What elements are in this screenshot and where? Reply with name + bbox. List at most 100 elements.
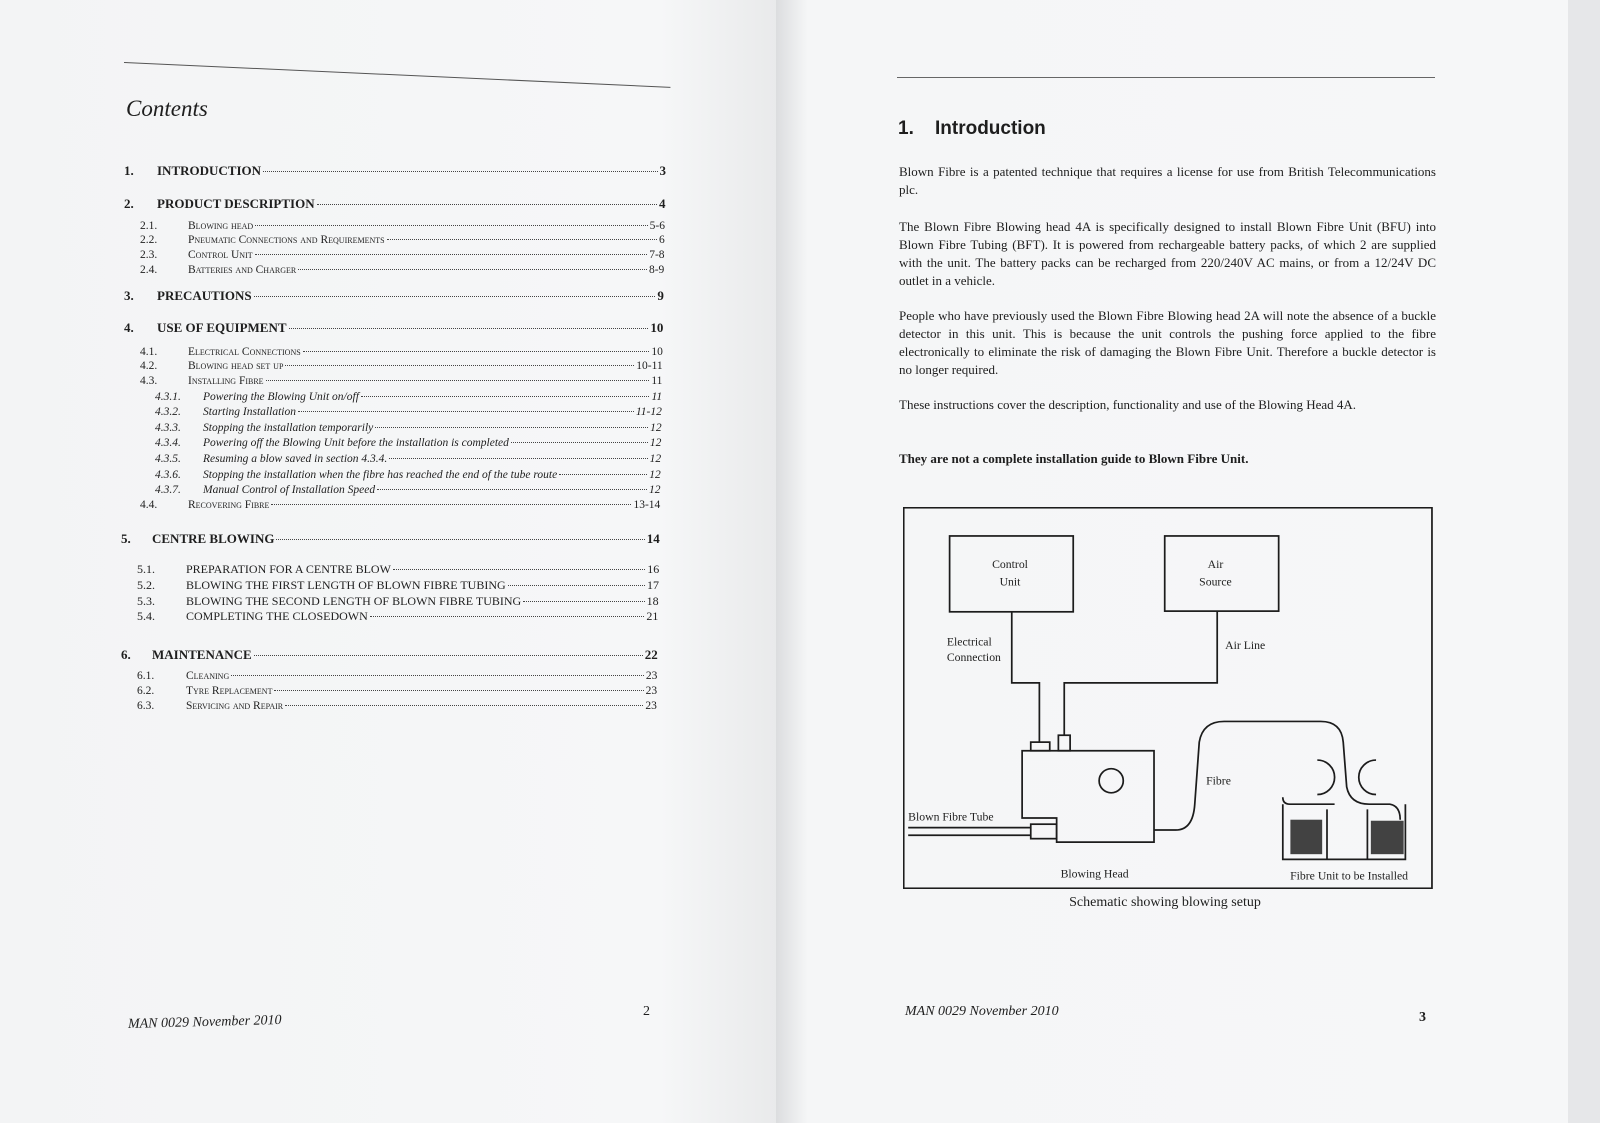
toc-entry[interactable]: 5.2.Blowing the first length of blown fi… [137, 578, 659, 593]
control-unit-box [948, 535, 1075, 613]
label-air-source-1: Air [1208, 558, 1224, 571]
toc-entry[interactable]: 5.1.Preparation for a centre blow16 [137, 562, 659, 577]
toc-number: 4.3.2. [155, 406, 181, 418]
dot-leader [377, 489, 648, 490]
toc-title: Blowing the first length of blown fibre … [186, 578, 506, 592]
toc-number: 2.1. [140, 220, 158, 232]
toc-entry[interactable]: 5.3.Blowing the second length of blown f… [137, 594, 659, 609]
dot-leader [253, 655, 643, 656]
toc-page-number: 10-11 [636, 360, 663, 372]
toc-title: Use of Equipment [157, 320, 287, 335]
footer-doc-ref-right: MAN 0029 November 2010 [905, 1004, 1059, 1019]
toc-number: 4.3.4. [155, 437, 181, 449]
fibre-unit-container [1281, 797, 1407, 861]
toc-page-number: 7-8 [649, 249, 665, 261]
toc-page-number: 23 [645, 700, 657, 712]
toc-title: Powering the Blowing Unit on/off [203, 391, 359, 403]
dot-leader [255, 225, 648, 226]
blowing-setup-schematic: Control Unit Air Source Electrical Conne… [903, 507, 1433, 889]
toc-title: Preparation for a centre blow [186, 562, 391, 576]
dot-leader [375, 427, 649, 428]
toc-title: Blowing head [188, 220, 254, 232]
toc-number: 4.3. [140, 375, 158, 387]
toc-entry[interactable]: 1.Introduction3 [124, 163, 666, 179]
toc-number: 5. [121, 531, 131, 546]
toc-entry[interactable]: 3.Precautions9 [124, 288, 664, 304]
dot-leader [369, 616, 645, 617]
toc-title: Cleaning [186, 670, 230, 682]
toc-page-number: 10 [651, 346, 663, 358]
toc-number: 4.3.7. [155, 484, 181, 496]
label-electrical-1: Electrical [947, 636, 993, 649]
toc-title: Completing the closedown [186, 609, 368, 623]
toc-entry[interactable]: 6.1. Cleaning 23 [137, 670, 657, 682]
blowing-head-body [1021, 749, 1155, 843]
toc-entry[interactable]: 2.2.Pneumatic Connections and Requiremen… [140, 234, 665, 246]
dot-leader [254, 254, 648, 255]
fibre-winding-hatch [1290, 819, 1404, 855]
toc-number: 6.1. [137, 670, 155, 682]
toc-entry[interactable]: 4.3.4.Powering off the Blowing Unit befo… [155, 437, 661, 449]
toc-entry[interactable]: 4.Use of Equipment10 [124, 320, 663, 336]
toc-entry[interactable]: 4.3.6.Stopping the installation when the… [155, 469, 661, 481]
toc-title: Resuming a blow saved in section 4.3.4. [203, 453, 388, 465]
dot-leader [276, 539, 645, 540]
toc-entry[interactable]: 5.4.Completing the closedown21 [137, 609, 658, 624]
toc-number: 4.3.6. [155, 469, 181, 481]
paragraph: Blown Fibre is a patented technique that… [899, 164, 1436, 197]
fibre-coil-arc [1317, 759, 1336, 796]
paragraph: These instructions cover the description… [899, 397, 1357, 412]
toc-number: 4.3.3. [155, 422, 181, 434]
section-number: 1. [898, 118, 914, 139]
toc-number: 2.3. [140, 249, 158, 261]
toc-title: Stopping the installation temporarily [203, 422, 374, 434]
toc-number: 2.4. [140, 264, 158, 276]
toc-title: Servicing and Repair [186, 700, 284, 712]
dot-leader [559, 474, 648, 475]
dot-leader [288, 328, 649, 329]
label-electrical-2: Connection [947, 651, 1001, 664]
toc-page-number: 12 [649, 484, 661, 496]
blowing-head-knob [1098, 767, 1125, 794]
toc-page-number: 11 [651, 391, 663, 403]
toc-number: 5.4. [137, 609, 155, 623]
toc-number: 1. [124, 163, 134, 178]
toc-entry[interactable]: 2.Product Description4 [124, 196, 665, 212]
toc-page-number: 23 [645, 670, 658, 682]
toc-number: 4.4. [140, 499, 158, 511]
toc-entry[interactable]: 5.Centre Blowing14 [121, 531, 660, 547]
dot-leader [265, 380, 650, 381]
toc-title: Tyre Replacement [186, 685, 273, 697]
toc-page-number: 12 [649, 437, 662, 449]
toc-number: 2.2. [140, 234, 158, 246]
dot-leader [285, 705, 644, 706]
toc-entry[interactable]: 4.3.3. Stopping the installation temporar… [155, 422, 662, 434]
toc-entry[interactable]: 6.Maintenance22 [121, 647, 658, 663]
toc-entry[interactable]: 4.3.7.Manual Control of Installation Spe… [155, 484, 661, 496]
page-number-right: 3 [1419, 1010, 1426, 1025]
label-blowing-head: Blowing Head [1061, 868, 1129, 881]
fibre-coil-arc [1357, 759, 1377, 796]
toc-page-number: 23 [645, 685, 658, 697]
toc-entry[interactable]: 4.3.5. Resuming a blow saved in section 4… [155, 453, 661, 465]
toc-number: 4.3.5. [155, 453, 181, 465]
dot-leader [389, 458, 648, 459]
section-title: Introduction [934, 118, 1046, 139]
dot-leader [523, 601, 645, 602]
toc-title: Blowing the second length of blown fibre… [186, 594, 522, 608]
right-page-introduction [776, 0, 1568, 1123]
toc-number: 6. [121, 647, 131, 662]
air-source-box [1163, 535, 1280, 612]
label-air-source-2: Source [1199, 575, 1232, 588]
